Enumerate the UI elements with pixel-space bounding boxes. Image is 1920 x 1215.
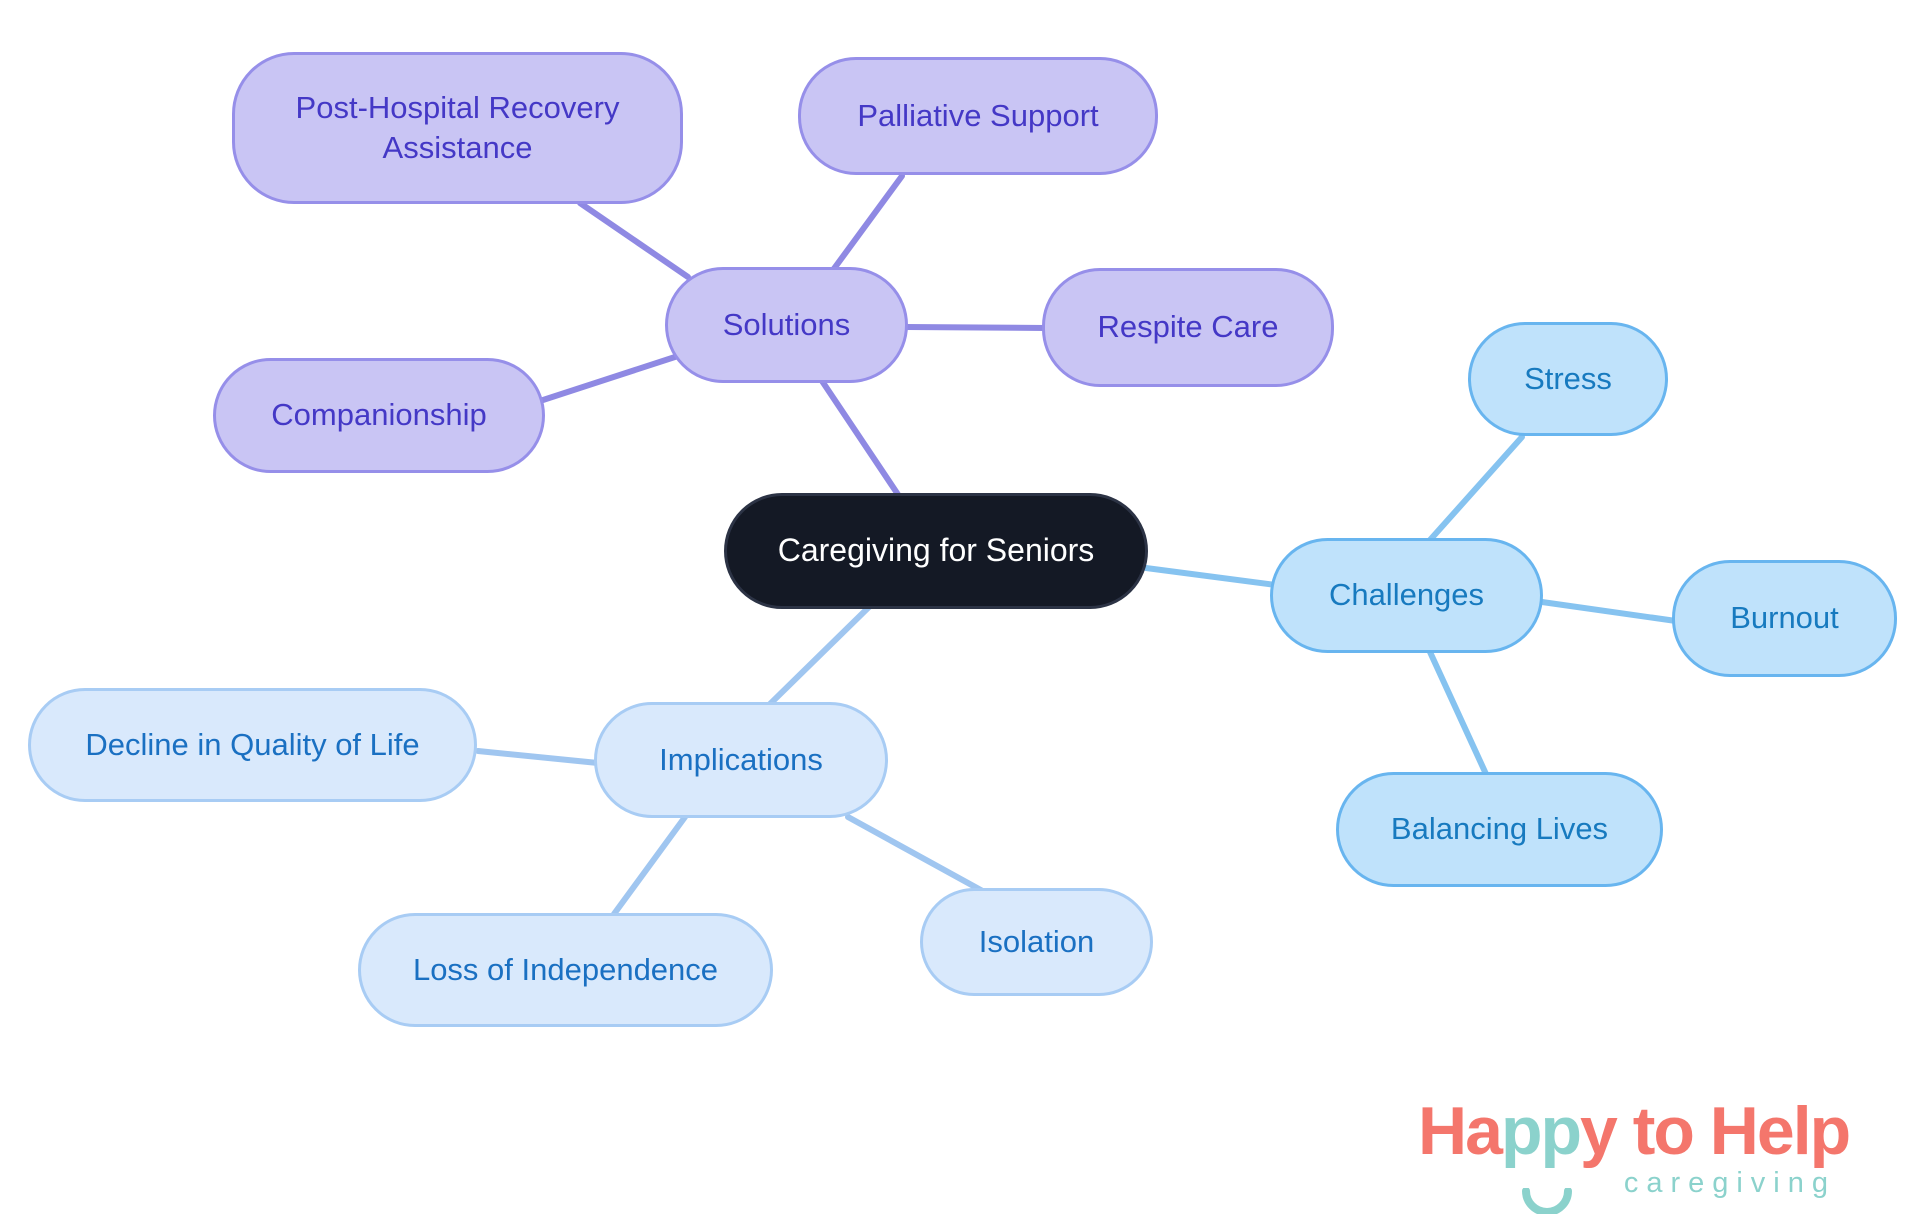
node-label: Caregiving for Seniors (777, 532, 1095, 569)
node-companionship: Companionship (213, 358, 545, 473)
node-balancing-lives: Balancing Lives (1336, 772, 1663, 887)
logo-text-y-to-help: y to Help (1580, 1093, 1851, 1169)
node-respite-care: Respite Care (1042, 268, 1334, 387)
edge-implications-loss (611, 814, 688, 917)
edge-solutions-central (819, 378, 902, 499)
node-palliative-support: Palliative Support (798, 57, 1158, 175)
logo-wordmark: Happy to Help (1418, 1093, 1893, 1214)
node-label: Loss of Independence (412, 951, 719, 987)
edge-challenges-burnout (1539, 599, 1679, 624)
edge-central-challenges (1143, 565, 1279, 588)
node-label: Isolation (978, 923, 1095, 959)
node-label: Implications (659, 741, 823, 777)
happy-to-help-logo: Happy to Help caregiving (1418, 1093, 1893, 1214)
edge-posthospital-solutions (577, 200, 691, 280)
edge-companionship-solutions (540, 353, 681, 403)
logo-text-ha: Ha (1418, 1093, 1503, 1169)
edge-implications-decline (475, 748, 601, 766)
edge-palliative-solutions (830, 173, 905, 273)
node-decline-in-quality-of-life: Decline in Quality of Life (28, 688, 477, 802)
node-label: Solutions (722, 306, 851, 342)
logo-text-pp: pp (1500, 1093, 1582, 1169)
node-label: Burnout (1730, 600, 1839, 636)
smile-icon (1522, 1188, 1572, 1214)
node-label: Palliative Support (857, 97, 1099, 133)
node-post-hospital-recovery-assistance: Post-Hospital Recovery Assistance (232, 52, 683, 204)
node-solutions: Solutions (665, 267, 908, 383)
edge-central-implications (767, 603, 873, 707)
node-isolation: Isolation (920, 888, 1153, 996)
node-label: Stress (1524, 360, 1612, 396)
node-stress: Stress (1468, 322, 1668, 436)
node-burnout: Burnout (1672, 560, 1897, 677)
node-label: Respite Care (1097, 309, 1279, 345)
node-label: Decline in Quality of Life (85, 726, 420, 762)
node-implications: Implications (594, 702, 888, 818)
edge-challenges-stress (1427, 434, 1525, 543)
node-label: Post-Hospital Recovery Assistance (295, 89, 620, 165)
node-loss-of-independence: Loss of Independence (358, 913, 773, 1027)
logo-subtitle: caregiving (1623, 1167, 1836, 1200)
edge-solutions-respite (903, 324, 1049, 331)
node-challenges: Challenges (1270, 538, 1543, 653)
node-label: Companionship (271, 397, 487, 433)
edge-implications-isolation (845, 814, 991, 897)
node-central-caregiving-for-seniors: Caregiving for Seniors (724, 493, 1148, 609)
node-label: Challenges (1328, 577, 1485, 613)
edge-challenges-balancing (1427, 649, 1489, 777)
node-label: Balancing Lives (1390, 811, 1609, 847)
